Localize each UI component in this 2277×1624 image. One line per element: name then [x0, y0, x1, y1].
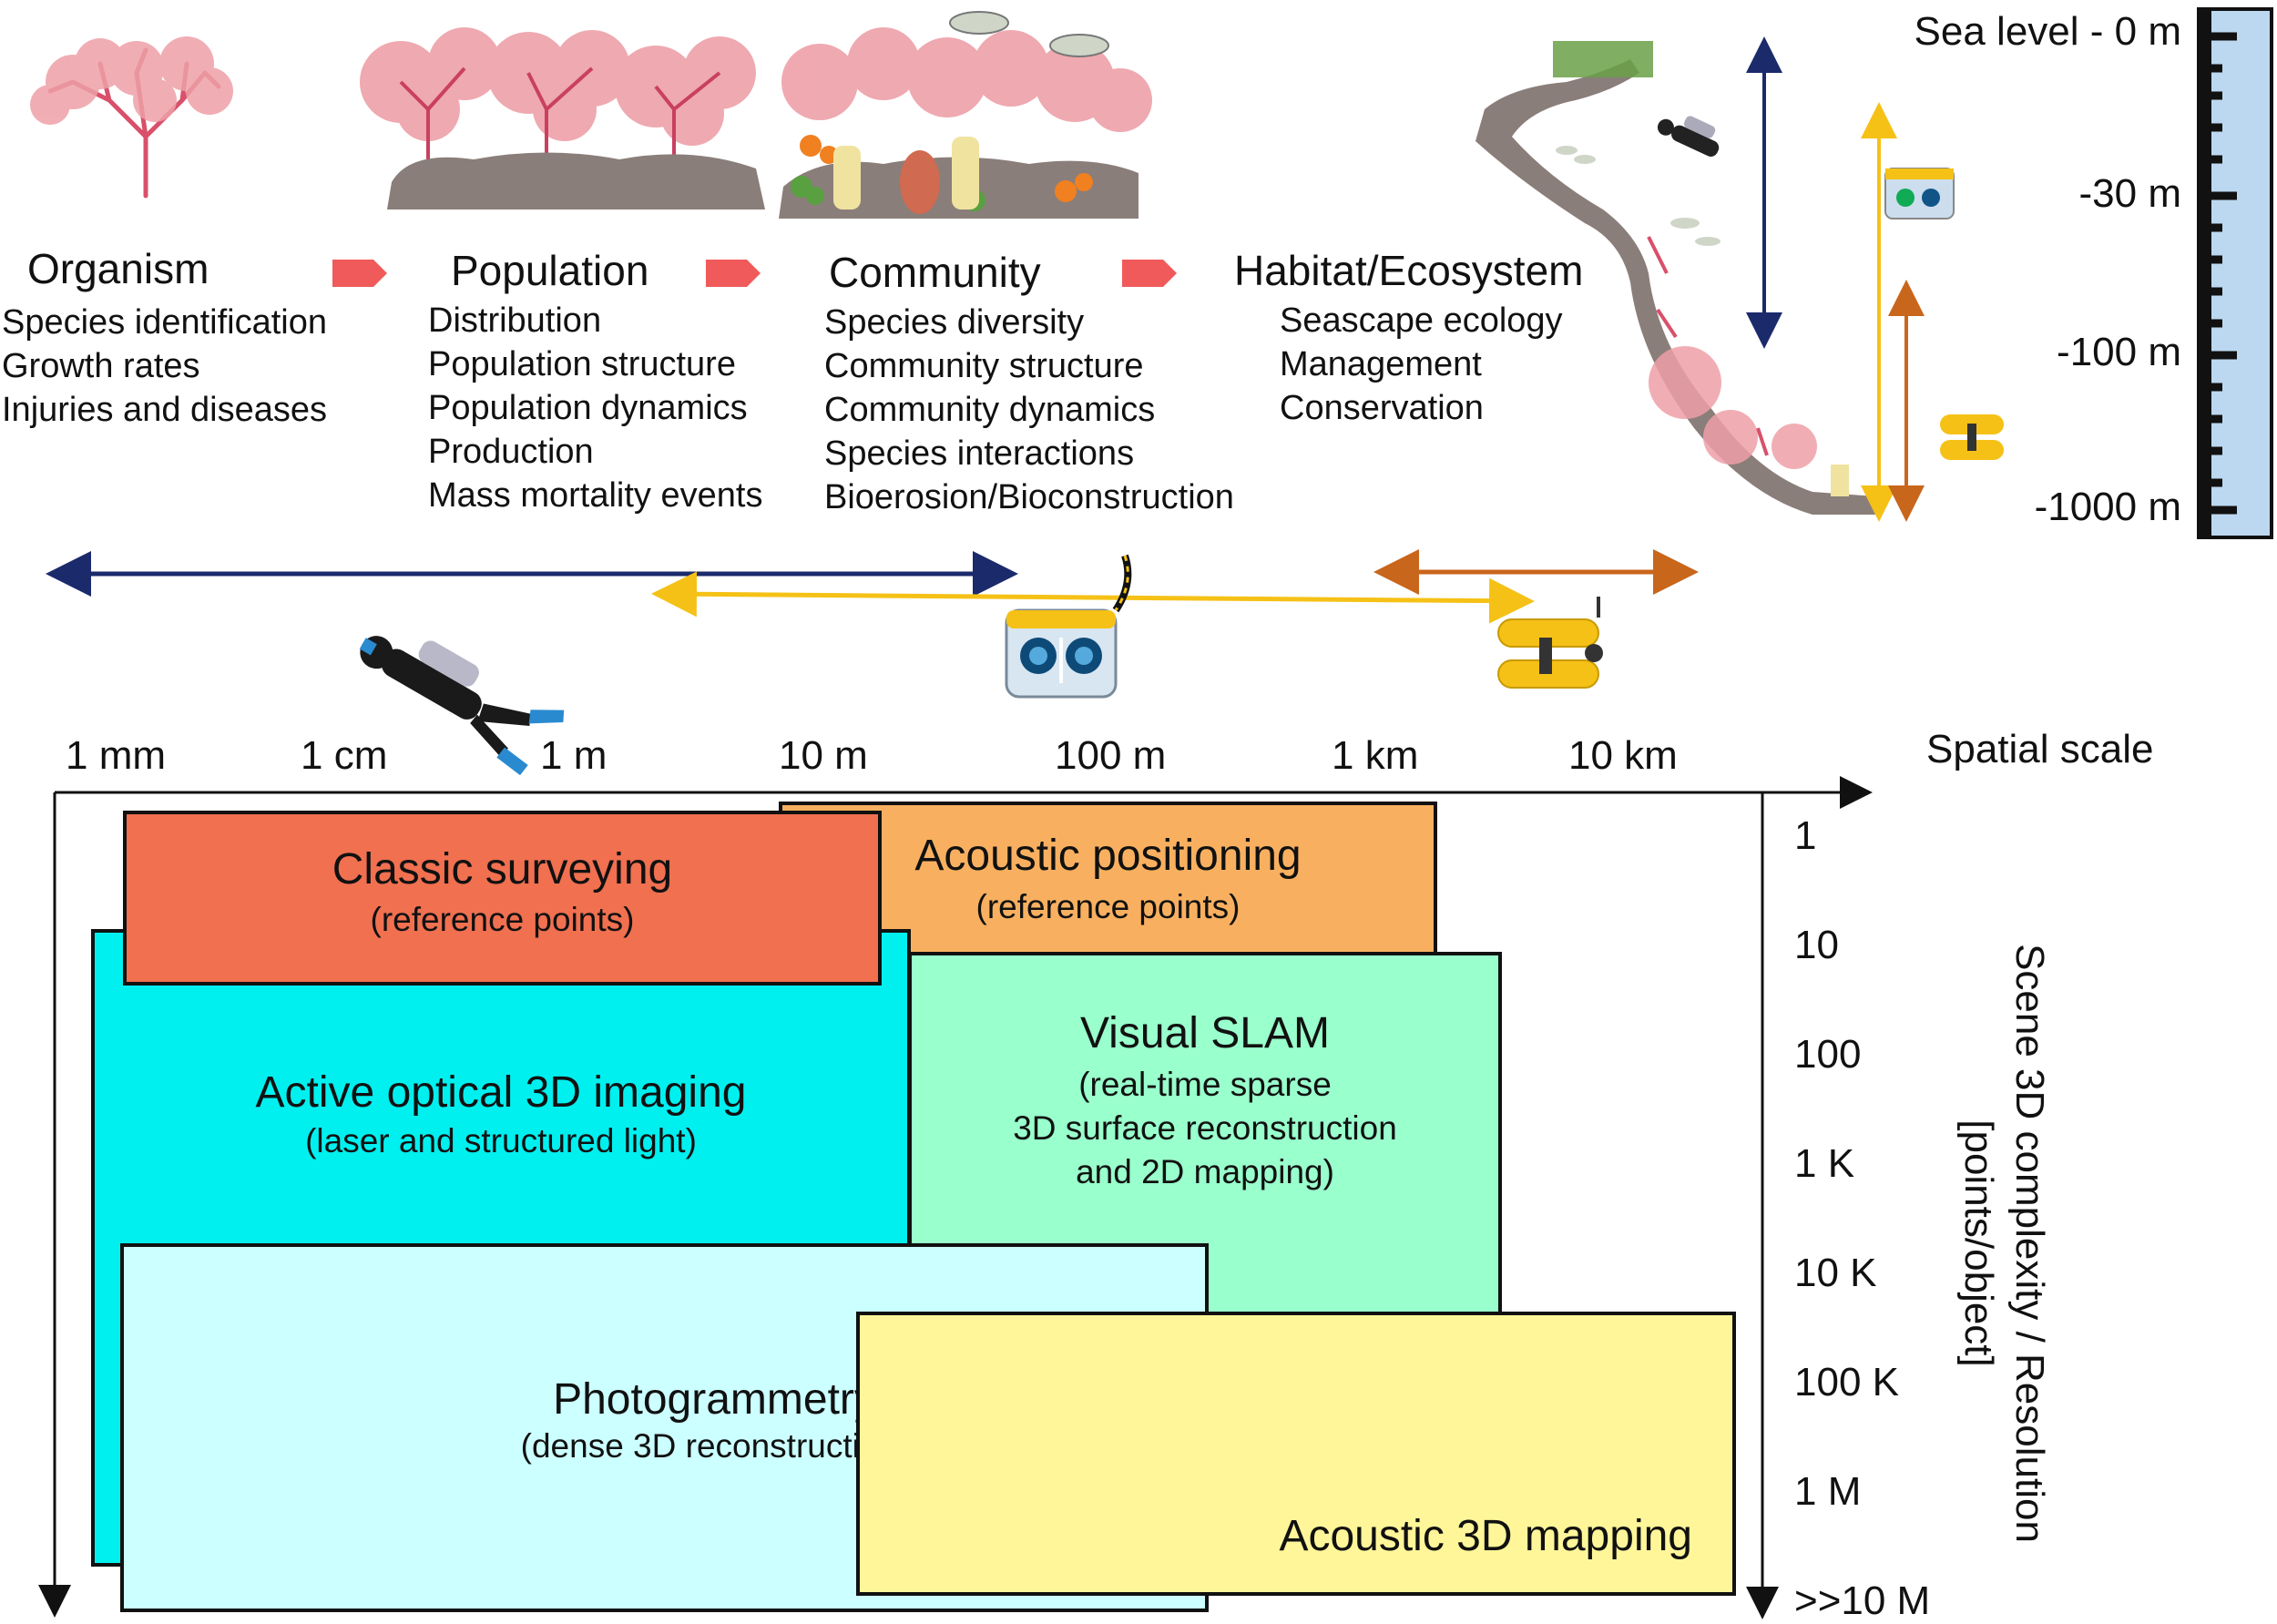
- scale-tick-100m: 100 m: [1055, 733, 1167, 778]
- stage-title-organism: Organism: [27, 245, 209, 292]
- list-item: Species diversity: [824, 303, 1085, 342]
- stage-title-community: Community: [829, 249, 1041, 296]
- list-item: Community structure: [824, 347, 1144, 385]
- scale-tick-10m: 10 m: [779, 733, 868, 778]
- method-desc: and 2D mapping): [1076, 1153, 1334, 1190]
- res-tick-100k: 100 K: [1794, 1360, 1899, 1404]
- res-tick-1: 1: [1794, 813, 1817, 858]
- list-item: Population structure: [428, 345, 736, 383]
- spatial-scale-title: Spatial scale: [1926, 727, 2154, 771]
- coral-community-illustration: [779, 11, 1152, 219]
- list-item: Community dynamics: [824, 391, 1156, 429]
- res-tick-1k: 1 K: [1794, 1141, 1855, 1186]
- res-tick-1m: 1 M: [1794, 1469, 1862, 1514]
- stage-list-population: Distribution Population structure Popula…: [428, 299, 762, 517]
- list-item: Distribution: [428, 301, 602, 340]
- list-item: Conservation: [1280, 389, 1484, 427]
- stage-title-habitat: Habitat/Ecosystem: [1234, 247, 1584, 294]
- scale-tick-1cm: 1 cm: [301, 733, 388, 778]
- list-item: Injuries and diseases: [2, 391, 327, 429]
- res-tick-10: 10: [1794, 923, 1839, 967]
- method-title: Visual SLAM: [1080, 1009, 1330, 1057]
- list-item: Mass mortality events: [428, 476, 763, 515]
- depth-ruler: [2197, 7, 2273, 539]
- depth-label-100: -100 m: [2057, 330, 2181, 374]
- scale-tick-10km: 10 km: [1568, 733, 1678, 778]
- scale-tick-1km: 1 km: [1332, 733, 1419, 778]
- method-desc: (laser and structured light): [305, 1122, 697, 1159]
- stage-list-habitat: Seascape ecology Management Conservation: [1280, 299, 1563, 430]
- scale-tick-1m: 1 m: [540, 733, 608, 778]
- method-desc: (reference points): [975, 888, 1241, 925]
- method-desc: 3D surface reconstruction: [1013, 1109, 1397, 1147]
- scale-tick-1mm: 1 mm: [66, 733, 166, 778]
- res-tick-100: 100: [1794, 1032, 1862, 1077]
- method-desc: (real-time sparse: [1078, 1066, 1332, 1103]
- depth-label-1000: -1000 m: [2034, 485, 2181, 529]
- method-title: Acoustic positioning: [914, 832, 1302, 880]
- list-item: Growth rates: [2, 347, 200, 385]
- method-desc: (dense 3D reconstruction): [520, 1427, 909, 1465]
- diver-icon: [359, 636, 565, 776]
- list-item: Species interactions: [824, 434, 1135, 473]
- depth-label-0: Sea level - 0 m: [1914, 9, 2181, 54]
- resolution-axis-title-line2: [points/object]: [1956, 1119, 2001, 1367]
- list-item: Species identification: [2, 303, 327, 342]
- list-item: Bioerosion/Bioconstruction: [824, 478, 1234, 516]
- stage-arrows: [332, 260, 1177, 287]
- list-item: Management: [1280, 345, 1482, 383]
- rov-icon: [1005, 554, 1132, 699]
- auv-icon: [1497, 597, 1603, 689]
- list-item: Seascape ecology: [1280, 301, 1563, 340]
- coral-organism-illustration: [30, 36, 233, 199]
- rov-spatial-range: [651, 571, 1535, 624]
- method-title: Photogrammetry: [553, 1375, 876, 1424]
- resolution-axis-title-line1: Scene 3D complexity / Resolution: [2007, 944, 2052, 1543]
- method-title: Active optical 3D imaging: [255, 1068, 747, 1117]
- stage-title-population: Population: [451, 247, 649, 294]
- method-desc: (reference points): [370, 901, 635, 938]
- coral-population-illustration: [360, 27, 765, 209]
- reef-slope-illustration: [1475, 41, 2004, 515]
- list-item: Production: [428, 433, 594, 471]
- list-item: Population dynamics: [428, 389, 748, 427]
- method-title: Classic surveying: [332, 845, 673, 894]
- method-title: Acoustic 3D mapping: [1279, 1512, 1692, 1560]
- stage-list-organism: Species identification Growth rates Inju…: [2, 301, 327, 432]
- method-acoustic-3d-mapping: Acoustic 3D mapping: [856, 1312, 1736, 1596]
- method-classic-surveying: Classic surveying (reference points): [123, 811, 882, 986]
- depth-label-30: -30 m: [2078, 171, 2181, 216]
- res-tick-10m: >>10 M: [1794, 1578, 1931, 1623]
- stage-list-community: Species diversity Community structure Co…: [824, 301, 1234, 519]
- res-tick-10k: 10 K: [1794, 1251, 1877, 1295]
